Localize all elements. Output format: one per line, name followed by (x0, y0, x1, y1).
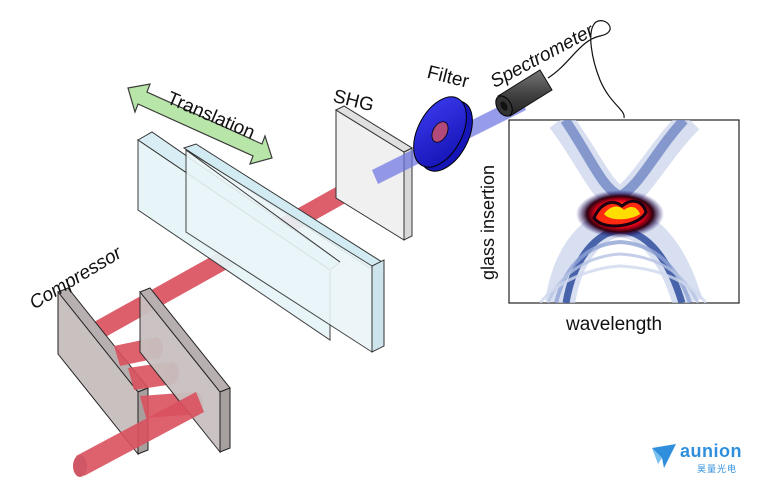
spectrometer-head (495, 20, 625, 119)
double-arrow-icon (127, 83, 273, 165)
axis-label-wavelength: wavelength (566, 314, 663, 335)
filter-disc (413, 96, 473, 172)
axis-label-glass-insertion: glass insertion (478, 164, 498, 280)
brand-logo: aunion 昊量光电 (650, 440, 750, 476)
shg-crystal (334, 105, 414, 241)
glass-wedges (137, 131, 385, 353)
logo-brand-text: aunion (680, 441, 742, 461)
logo-subtitle-text: 昊量光电 (697, 464, 738, 474)
aunion-logo-icon (652, 444, 676, 468)
input-beam (73, 392, 204, 477)
spectrogram (508, 119, 740, 304)
